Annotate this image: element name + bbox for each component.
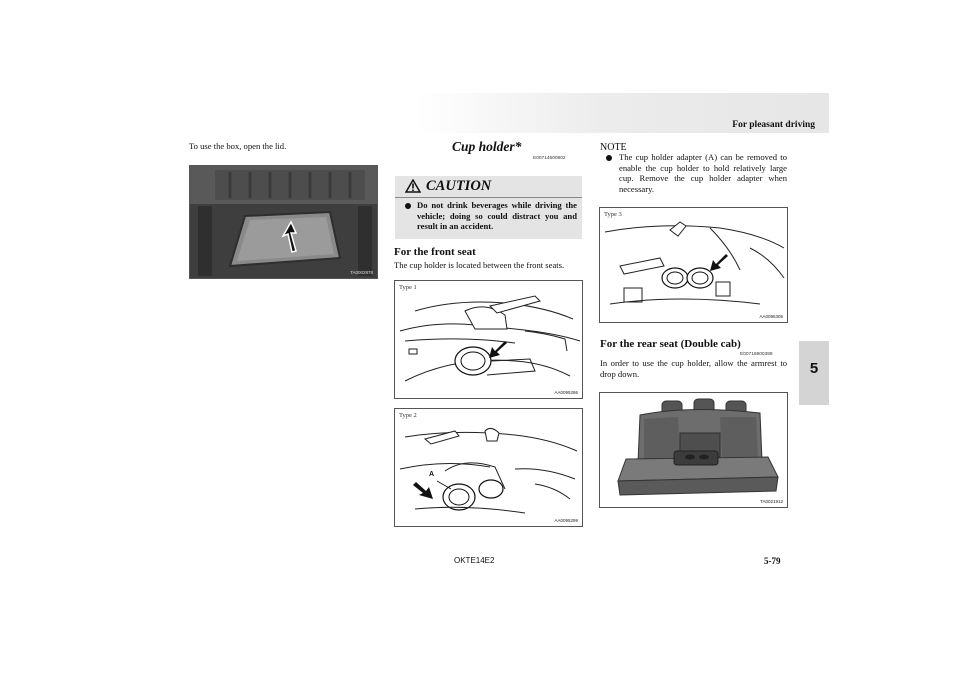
header-band: [415, 93, 829, 133]
figure-label: Type 2: [399, 412, 417, 419]
storage-box-figure: TA0002878: [189, 165, 378, 279]
caution-text: Do not drink beverages while driving the…: [417, 200, 577, 231]
figure-code: AA0095286: [554, 390, 578, 395]
caution-box: CAUTION Do not drink beverages while dri…: [395, 176, 582, 239]
rear-seat-illustration: [600, 393, 787, 507]
type1-cup-holder-illustration: [399, 295, 581, 382]
bullet-dot: [606, 155, 612, 161]
type3-figure: Type 3 AA0095305: [599, 207, 788, 323]
caution-title: CAUTION: [426, 178, 492, 194]
figure-label: Type 1: [399, 284, 417, 291]
rear-seat-ref-code: E00716900389: [740, 352, 773, 357]
type2-figure: Type 2 A AA0095299: [394, 408, 583, 527]
chapter-tab[interactable]: 5: [799, 341, 829, 405]
rear-seat-figure: TA0021912: [599, 392, 788, 508]
note-text: The cup holder adapter (A) can be remove…: [619, 152, 787, 194]
note-label: NOTE: [600, 142, 627, 153]
figure-code: TA0002878: [350, 270, 373, 275]
page-number: 5-79: [764, 556, 781, 566]
front-seat-text: The cup holder is located between the fr…: [394, 260, 565, 270]
rear-seat-title: For the rear seat (Double cab): [600, 338, 741, 350]
bullet-dot: [405, 203, 411, 209]
type3-cup-holder-illustration: [604, 221, 785, 305]
caution-header: CAUTION: [395, 176, 582, 198]
callout-a: A: [429, 471, 435, 478]
warning-triangle-icon: [405, 179, 421, 193]
type2-cup-holder-illustration: [399, 427, 578, 514]
page-header-title: For pleasant driving: [732, 120, 815, 130]
figure-label: Type 3: [604, 211, 622, 218]
figure-code: AA0095305: [759, 314, 783, 319]
type1-figure: Type 1 AA0095286: [394, 280, 583, 399]
cup-holder-title: Cup holder*: [452, 139, 522, 154]
footer-doc-code: OKTE14E2: [454, 556, 495, 565]
cup-holder-ref-code: E00714500802: [533, 156, 566, 161]
front-seat-title: For the front seat: [394, 246, 476, 258]
rear-seat-text: In order to use the cup holder, allow th…: [600, 358, 787, 379]
figure-code: AA0095299: [554, 518, 578, 523]
storage-box-illustration: [190, 166, 377, 278]
chapter-number: 5: [809, 360, 819, 377]
figure-code: TA0021912: [760, 499, 783, 504]
box-intro-text: To use the box, open the lid.: [189, 141, 287, 151]
